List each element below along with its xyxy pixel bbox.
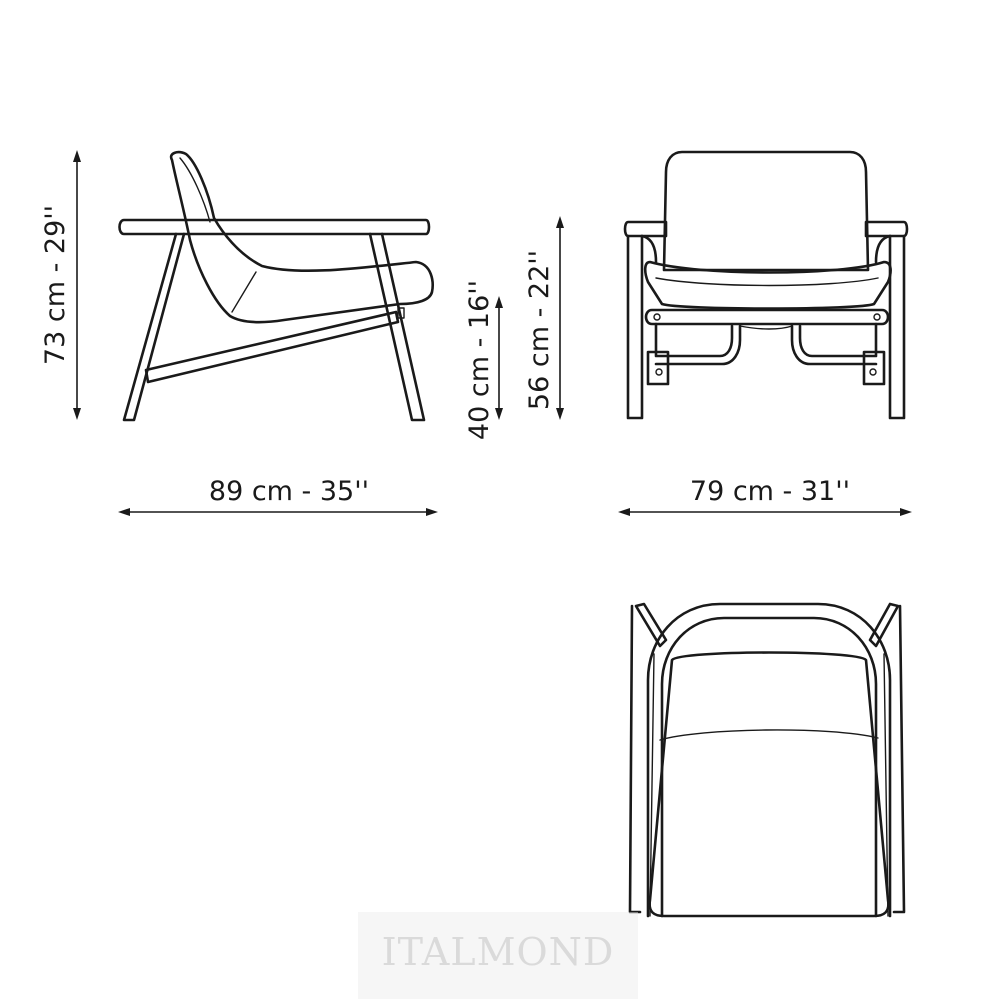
watermark: ITALMOND: [381, 930, 615, 974]
front-view: [623, 150, 909, 420]
top-view: [628, 602, 906, 918]
width-label: 79 cm - 31'': [690, 476, 850, 507]
watermark-background: [358, 912, 638, 999]
seat-height-label: 40 cm - 16'': [464, 280, 495, 440]
seat-height-dimension: [495, 296, 503, 420]
height-dimension: [73, 150, 81, 420]
arm-height-dimension: [556, 216, 564, 420]
side-view: [118, 150, 434, 422]
height-total-label: 73 cm - 29'': [40, 205, 71, 365]
depth-dimension: [118, 508, 438, 516]
arm-height-label: 56 cm - 22'': [524, 250, 555, 410]
depth-label: 89 cm - 35'': [209, 476, 369, 507]
width-dimension: [618, 508, 912, 516]
